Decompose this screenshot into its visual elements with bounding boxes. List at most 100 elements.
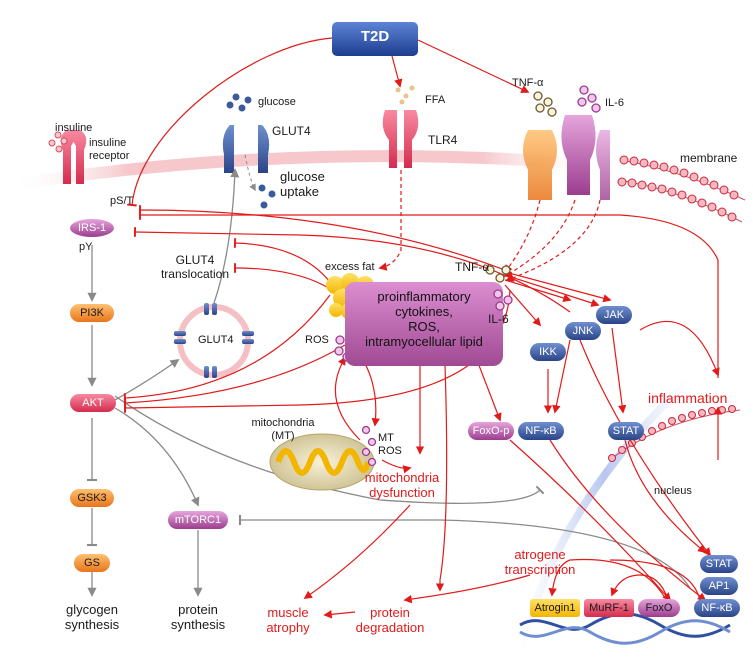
il6-mid-molecules-icon xyxy=(493,289,513,311)
membrane-label: membrane xyxy=(680,151,738,165)
atrogene-transcription-label: atrogene transcription xyxy=(504,547,576,577)
cell-membrane xyxy=(9,150,601,191)
tnf-top-label: TNF-α xyxy=(512,77,544,89)
t2d-inhibit-irs1 xyxy=(127,37,333,207)
glut4-vesicle-proteins-icon xyxy=(174,303,254,378)
t2d-box xyxy=(332,22,418,56)
foxop-foxo-arrow xyxy=(509,439,672,602)
jnk-ap1-arrow xyxy=(579,339,712,557)
mitochondria-label: mitochondria (MT) xyxy=(251,417,315,442)
box-jak-arrow xyxy=(504,271,612,303)
muscle-atrophy-label: muscle atrophy xyxy=(266,605,310,635)
proinflammatory-box xyxy=(345,282,503,366)
pi3k-node: PI3K xyxy=(70,304,114,322)
t2d-ffa-arrow xyxy=(391,55,403,88)
py-label: pY xyxy=(79,241,93,253)
jak-node: JAK xyxy=(596,306,632,324)
jnk-node: JNK xyxy=(565,322,601,340)
insuline-label: insuline xyxy=(55,122,93,134)
tnf-alpha-molecules-icon xyxy=(533,91,557,117)
glucose-uptake-label: glucose uptake xyxy=(280,169,325,199)
ros-label: ROS xyxy=(305,334,329,346)
box-ikk-arrow xyxy=(504,284,542,327)
stat2-node: STAT xyxy=(700,555,738,573)
pst-label: pS/T xyxy=(110,195,134,207)
protein-degradation-label: protein degradation xyxy=(355,605,425,635)
foxo-atrogin1-arrow xyxy=(548,558,666,599)
insuline-receptor-label: insuline receptor xyxy=(89,137,129,162)
mtorc1-node: mTORC1 xyxy=(168,511,228,529)
proinflammatory-box-label: proinflammatory cytokines, ROS, intramyo… xyxy=(365,289,483,349)
mitochondria-dysfunction-label: mitochondria dysfunction xyxy=(364,470,440,500)
nfkb-node: NF-κB xyxy=(518,422,564,440)
atrogene-protein-degradation-arrow xyxy=(403,574,531,604)
dna-helix-icon xyxy=(519,612,731,645)
akt-foxo-inhibit xyxy=(114,395,545,504)
il6-inhibit-akt xyxy=(123,289,511,413)
ros-inhibit-akt xyxy=(123,344,346,408)
box-protein-degradation-arrow xyxy=(435,364,448,592)
glucose-molecules-icon xyxy=(226,93,276,209)
tnf-receptor-arrow xyxy=(503,199,541,274)
akt-glut4-arrow xyxy=(114,358,180,401)
irs1-text: IRS-1 xyxy=(77,222,107,234)
tnf-mid-label: TNF-α xyxy=(455,260,490,274)
fat-inhibit-akt xyxy=(123,294,331,403)
foxo-node: FoxO xyxy=(638,599,680,617)
protein-synthesis-label: protein synthesis xyxy=(170,602,226,632)
jak-stat-arrow xyxy=(611,327,627,414)
inflammation-inhibit-irs1 xyxy=(139,210,719,378)
insuline-receptor-text: insuline receptor xyxy=(89,137,130,162)
box-jnk-arrow xyxy=(504,279,572,303)
nfkb-nfkb2-arrow xyxy=(549,439,707,602)
glut4-translocation-label: GLUT4 translocation xyxy=(160,253,230,281)
nuclear-bilayer-icon xyxy=(608,405,741,462)
glut4-vesicle-label: GLUT4 xyxy=(198,334,234,346)
mt-ros-molecules-icon xyxy=(361,425,377,467)
mtros-dysfunction-arrow xyxy=(381,459,412,474)
gs-node: GS xyxy=(74,554,110,572)
irs1-pill xyxy=(70,219,114,237)
fat-inhibit-glut4-1 xyxy=(233,238,331,283)
glut4-translocation-arrow xyxy=(213,168,240,304)
jnk-inhibit-irs1 xyxy=(133,227,571,313)
jnk-nfkb-arrow xyxy=(552,339,571,414)
ikk-node: IKK xyxy=(530,343,566,361)
ffa-molecules-icon xyxy=(395,85,415,105)
receptor-arrow-3 xyxy=(505,199,601,282)
ffa-label: FFA xyxy=(425,94,446,106)
il6-receptor-arrow xyxy=(503,199,576,277)
box-jnk-arrow-2 xyxy=(504,274,600,307)
gsk3-node: GSK3 xyxy=(70,489,114,507)
jak-inflammation-arrow xyxy=(639,320,720,377)
inflammation-label: inflammation xyxy=(648,390,728,406)
murf1-node: MuRF-1 xyxy=(584,599,634,617)
nfkb2-node: NF-κB xyxy=(694,599,740,617)
tnf-alpha-mid-molecules-icon xyxy=(485,265,511,283)
foxo-murf1-arrow xyxy=(610,574,669,601)
t2d-label: T2D xyxy=(360,28,390,45)
ap1-node: AP1 xyxy=(700,577,738,595)
excess-fat-label: excess fat xyxy=(325,261,375,273)
akt-mtorc1-arrow xyxy=(114,407,200,507)
glut4-top-label: GLUT4 xyxy=(272,124,311,138)
glucose-label: glucose xyxy=(258,96,296,108)
foxo-mtorc1-inhibit xyxy=(238,514,691,589)
tlr4-receptor-icon xyxy=(382,110,419,168)
il6-top-label: IL-6 xyxy=(605,97,624,109)
lipid-bilayer-icon xyxy=(617,155,746,223)
glycogen-synthesis-label: glycogen synthesis xyxy=(64,602,120,632)
protein-degradation-muscle-atrophy-arrow xyxy=(323,610,356,619)
glut4-channel-icon xyxy=(222,125,270,173)
mito-ros-arrow xyxy=(334,356,361,441)
cytokine-receptors-icon xyxy=(523,115,610,200)
mt-ros-label: MT ROS xyxy=(378,432,402,457)
atrogin1-node: Atrogin1 xyxy=(530,599,580,617)
il6-molecules-icon xyxy=(577,85,601,113)
tnf-inhibit-irs1 xyxy=(139,205,511,273)
nfkb-atrogene-line xyxy=(609,559,701,601)
foxop-node: FoxO-p xyxy=(468,422,514,440)
stat-stat2-arrow xyxy=(624,439,707,554)
